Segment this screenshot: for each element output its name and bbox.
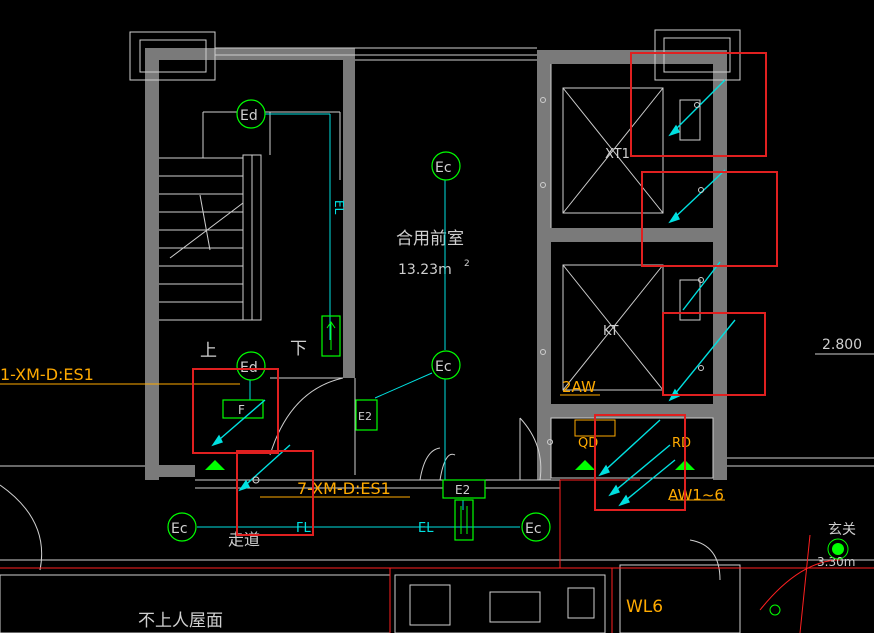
exit-arrow-2: [454, 499, 474, 541]
room-name: 合用前室: [396, 229, 464, 249]
room-area: 13.23m: [398, 262, 452, 278]
highlight-box-5: [236, 450, 314, 536]
svg-text:Ec: Ec: [525, 521, 542, 537]
elevator-shafts: [550, 64, 714, 479]
f-symbol: F: [222, 399, 264, 419]
walls: [145, 48, 727, 480]
ec-symbol-1: Ec: [431, 151, 461, 181]
hall-lines: [0, 59, 874, 581]
circuit-bottom-label: 7-XM-D:ES1: [297, 479, 391, 498]
panel-2aw-label: 2AW: [562, 378, 596, 396]
stair-up-label: 上: [200, 341, 217, 361]
small-nodes: [252, 97, 704, 484]
highlight-box-3: [662, 312, 766, 396]
svg-text:Ec: Ec: [435, 160, 452, 176]
ed-symbol-2: Ed: [236, 351, 266, 381]
wl-label: WL6: [626, 597, 663, 617]
ec-symbol-2: Ec: [431, 350, 461, 380]
cable-el-label: EL: [418, 521, 434, 536]
highlight-box-4: [192, 368, 279, 454]
svg-text:Ec: Ec: [435, 359, 452, 375]
ed-symbol-1: Ed: [236, 99, 266, 129]
xuanguan-level: 3.30m: [817, 555, 855, 569]
cyan-wiring: [197, 113, 520, 528]
highlight-box-1: [630, 52, 767, 157]
panel-aw-label: AW1~6: [668, 486, 724, 504]
circuit-left-label: 1-XM-D:ES1: [0, 365, 94, 384]
cable-fl-label: FL: [296, 521, 311, 536]
xuanguan-lamp-icon: [827, 538, 849, 560]
e2-symbol-2: E2: [442, 479, 486, 499]
exit-arrow-1: [321, 315, 341, 357]
red-lines: [0, 479, 874, 633]
corridor-label: 走道: [228, 530, 260, 549]
rd-label: RD: [672, 436, 691, 451]
svg-text:Ed: Ed: [240, 108, 258, 124]
stair: [159, 111, 341, 321]
detector-arrows: [211, 79, 736, 507]
qd-label: QD: [578, 436, 598, 451]
level-label: 2.800: [822, 337, 862, 353]
circuits: [0, 383, 725, 501]
highlight-boxes: [192, 52, 778, 536]
roof-label: 不上人屋面: [138, 611, 223, 631]
stair-down-label: 下: [290, 339, 307, 359]
elevator-1-label: XT1: [605, 147, 630, 162]
svg-text:E2: E2: [455, 483, 470, 497]
e2-symbol-1: E2: [355, 399, 378, 431]
ec-symbol-3: Ec: [167, 512, 197, 542]
room-area-sup: 2: [464, 259, 470, 269]
highlight-box-6: [594, 414, 686, 511]
parapets: [129, 29, 741, 81]
svg-text:E2: E2: [358, 410, 372, 423]
highlight-box-2: [641, 171, 778, 267]
svg-text:F: F: [238, 403, 245, 417]
xuanguan-label: 玄关: [828, 521, 856, 538]
ec-symbol-4: Ec: [521, 512, 551, 542]
svg-text:Ec: Ec: [171, 521, 188, 537]
small-lamp-icon: [769, 604, 781, 616]
elevator-2-label: KT: [603, 324, 619, 339]
cable-el-vertical: EL: [332, 200, 346, 215]
